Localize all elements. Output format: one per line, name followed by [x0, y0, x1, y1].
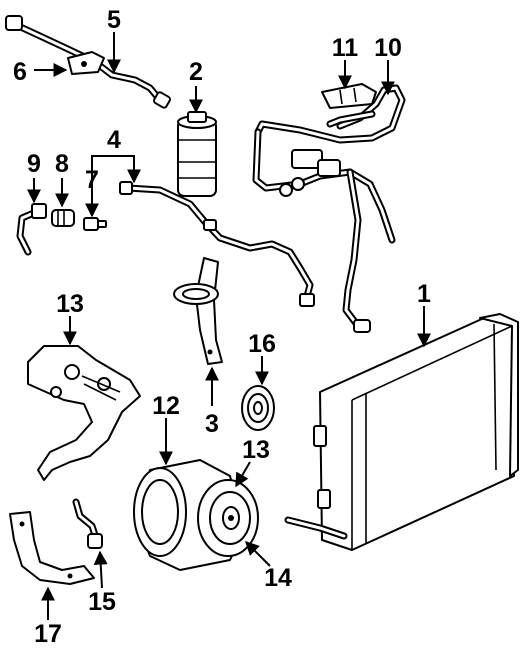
callout-3: 3 [205, 410, 219, 438]
switch-part-8 [51, 209, 75, 227]
sensor-part-9 [16, 203, 47, 256]
hose-assembly-part-10 [252, 84, 406, 333]
suction-hose-part-5 [5, 15, 171, 109]
hose-part-11 [321, 83, 377, 109]
callout-17: 17 [34, 620, 62, 648]
callout-12: 12 [152, 392, 180, 420]
condenser-part-1 [284, 313, 519, 551]
bracket-part-6 [67, 51, 105, 75]
switch-part-15 [72, 498, 103, 549]
liquid-line-part-4 [119, 181, 315, 307]
callout-6: 6 [13, 58, 27, 86]
callout-14: 14 [264, 564, 292, 592]
callout-7: 7 [85, 166, 99, 194]
accumulator-part-2 [177, 111, 217, 197]
pulley-part-16 [241, 385, 275, 431]
callout-8: 8 [55, 150, 69, 178]
callout-4: 4 [107, 126, 121, 154]
callout-2: 2 [189, 58, 203, 86]
callout-13-bottom: 13 [242, 436, 270, 464]
bracket-part-17 [9, 511, 95, 585]
callout-15: 15 [88, 588, 116, 616]
callout-5: 5 [107, 6, 121, 34]
bracket-part-3 [173, 257, 223, 365]
clutch-part-14 [197, 479, 259, 557]
leader-lines [27, 32, 431, 620]
callout-9: 9 [27, 150, 41, 178]
callout-1: 1 [417, 280, 431, 308]
callout-13-top: 13 [56, 290, 84, 318]
callout-11: 11 [332, 34, 359, 62]
callout-10: 10 [374, 34, 402, 62]
valve-part-7 [83, 217, 107, 231]
callout-16: 16 [248, 330, 276, 358]
mounting-bracket-part-13 [27, 345, 141, 481]
